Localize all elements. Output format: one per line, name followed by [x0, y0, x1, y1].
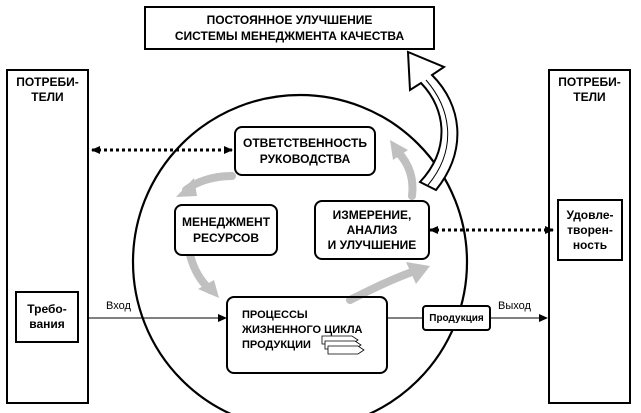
input-label: Вход [106, 300, 131, 312]
satisfaction-box: Удовле- творен- ность [557, 199, 623, 261]
flow-icon [321, 335, 365, 355]
output-label: Выход [498, 300, 531, 312]
left-customers-label: ПОТРЕБИ- ТЕЛИ [16, 75, 79, 104]
measurement-analysis-box: ИЗМЕРЕНИЕ, АНАЛИЗ И УЛУЧШЕНИЕ [314, 200, 430, 260]
resource-management-box: МЕНЕДЖМЕНТ РЕСУРСОВ [174, 204, 278, 256]
left-customers-panel [6, 69, 89, 404]
continual-improvement-title: ПОСТОЯННОЕ УЛУЧШЕНИЕ СИСТЕМЫ МЕНЕДЖМЕНТА… [144, 6, 435, 50]
product-realization-box: ПРОЦЕССЫ ЖИЗНЕННОГО ЦИКЛА ПРОДУКЦИИ [226, 296, 388, 374]
management-responsibility-box: ОТВЕТСТВЕННОСТЬ РУКОВОДСТВА [234, 126, 376, 176]
product-box: Продукция [422, 305, 491, 331]
requirements-box: Требо- вания [15, 291, 79, 343]
right-customers-label: ПОТРЕБИ- ТЕЛИ [558, 75, 621, 104]
